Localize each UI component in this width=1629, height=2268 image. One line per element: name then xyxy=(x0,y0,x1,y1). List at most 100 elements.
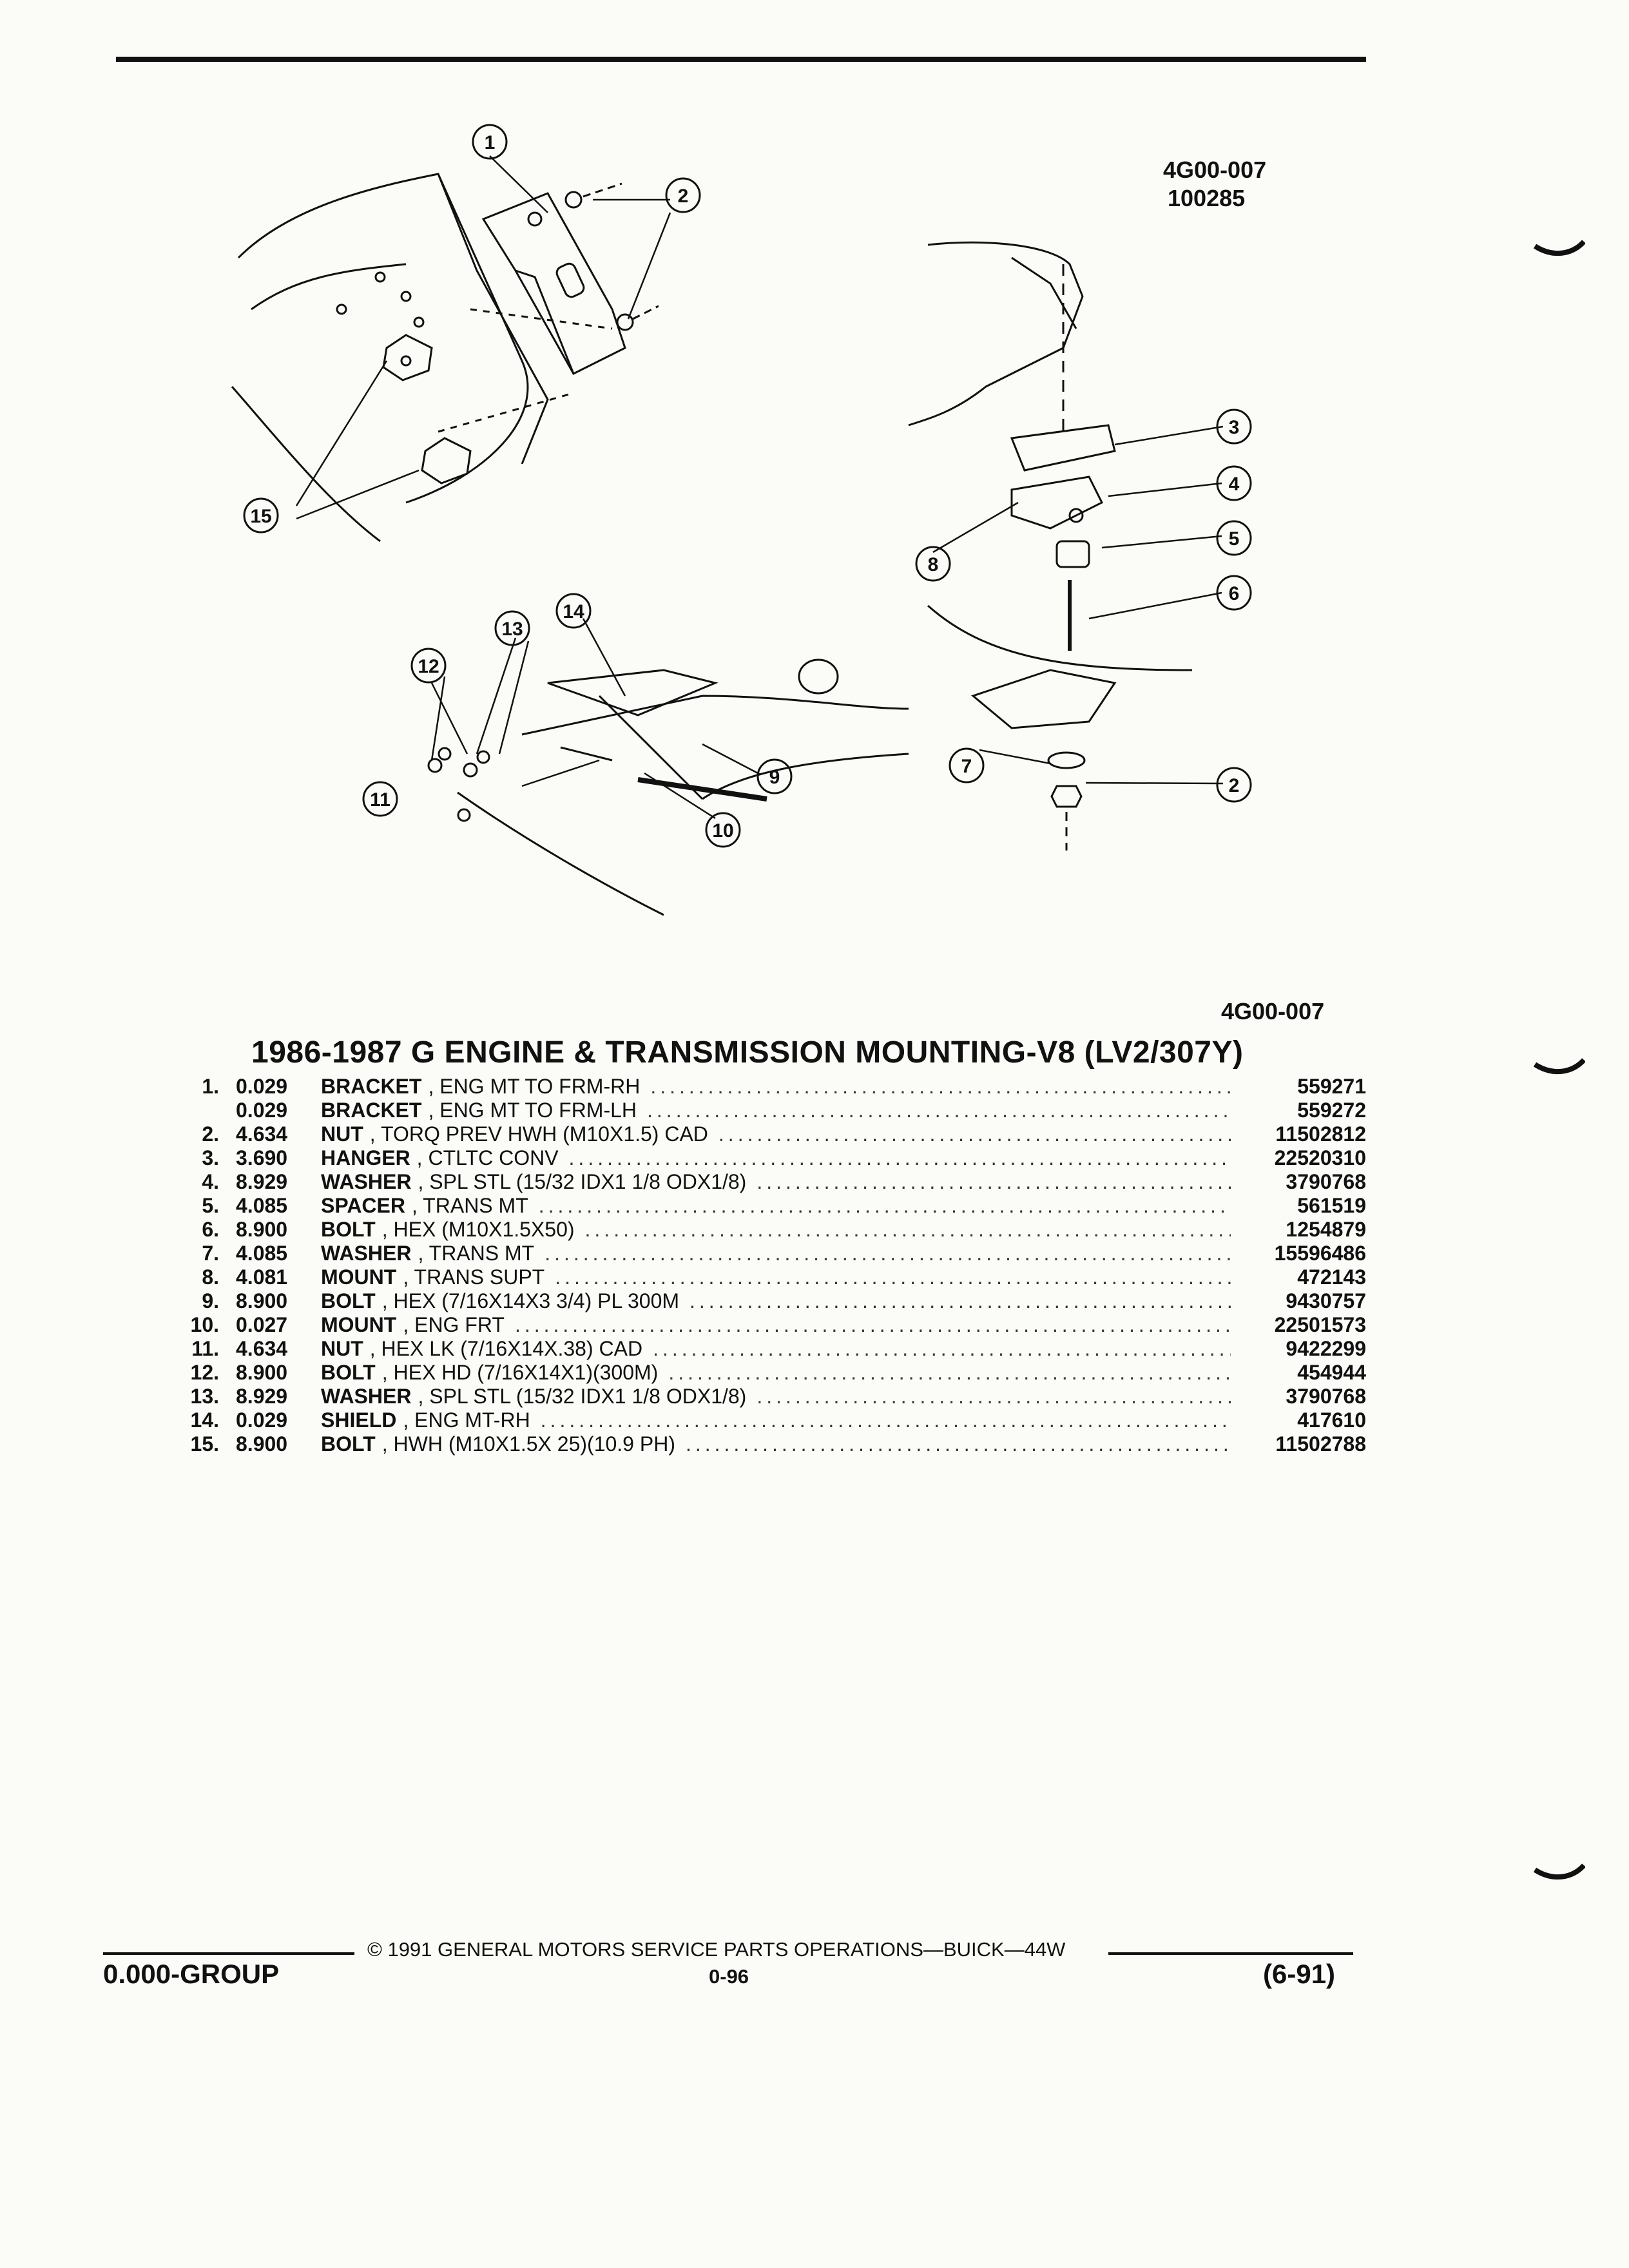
footer-page-number: 0-96 xyxy=(709,1965,749,1988)
part-number: 561519 xyxy=(1297,1194,1366,1217)
part-group-code: 0.029 xyxy=(236,1075,288,1098)
part-name: MOUNT xyxy=(321,1265,397,1289)
part-item-number: 2. xyxy=(202,1122,219,1146)
part-group-code: 0.027 xyxy=(236,1313,288,1336)
leader-dots: ........................................… xyxy=(540,1408,1231,1432)
part-spec: , TORQ PREV HWH (M10X1.5) CAD xyxy=(369,1122,708,1146)
footer-rule-left xyxy=(103,1952,354,1955)
part-number: 9430757 xyxy=(1286,1289,1366,1312)
leader-dots: ........................................… xyxy=(718,1122,1231,1146)
part-description: BRACKET, ENG MT TO FRM-LH...............… xyxy=(321,1099,1231,1122)
binding-mark-icon xyxy=(1534,240,1585,256)
part-item-number: 14. xyxy=(190,1408,219,1432)
part-name: BOLT xyxy=(321,1432,376,1456)
part-group-code: 8.900 xyxy=(236,1432,288,1456)
part-number: 1254879 xyxy=(1286,1218,1366,1241)
part-name: WASHER xyxy=(321,1170,412,1193)
leader-dots: ........................................… xyxy=(584,1218,1231,1241)
part-item-number: 1. xyxy=(202,1075,219,1098)
part-spec: , HEX LK (7/16X14X.38) CAD xyxy=(369,1337,643,1360)
part-description: BOLT, HEX HD (7/16X14X1)(300M)..........… xyxy=(321,1361,1231,1385)
leader-dots: ........................................… xyxy=(545,1242,1231,1265)
binding-mark-icon xyxy=(1534,1058,1585,1075)
part-item-number: 5. xyxy=(202,1194,219,1217)
leader-dots: ........................................… xyxy=(514,1313,1231,1336)
callout-8: 8 xyxy=(928,554,939,575)
part-spec: , ENG MT TO FRM-RH xyxy=(428,1075,641,1098)
part-item-number: 13. xyxy=(190,1385,219,1408)
part-item-number: 8. xyxy=(202,1265,219,1289)
footer-copyright: © 1991 GENERAL MOTORS SERVICE PARTS OPER… xyxy=(367,1938,1066,1961)
part-spec: , ENG FRT xyxy=(403,1313,505,1336)
part-number: 454944 xyxy=(1297,1361,1366,1384)
transmission-mount-drawing xyxy=(908,241,1193,850)
part-group-code: 4.634 xyxy=(236,1122,288,1146)
leader-dots: ........................................… xyxy=(685,1432,1231,1456)
callout-9: 9 xyxy=(769,767,780,788)
leader-dots: ........................................… xyxy=(538,1194,1231,1217)
callout-7: 7 xyxy=(961,756,972,777)
part-group-code: 0.029 xyxy=(236,1099,288,1122)
callout-10: 10 xyxy=(712,820,733,841)
part-row: 0.029 BRACKET, ENG MT TO FRM-LH..........… xyxy=(161,1099,1366,1122)
part-number: 417610 xyxy=(1297,1408,1366,1432)
part-name: WASHER xyxy=(321,1242,412,1265)
part-number: 22501573 xyxy=(1274,1313,1366,1336)
leader-dots: ........................................… xyxy=(668,1361,1231,1384)
part-description: WASHER, SPL STL (15/32 IDX1 1/8 ODX1/8).… xyxy=(321,1170,1231,1194)
part-spec: , TRANS MT xyxy=(418,1242,535,1265)
part-group-code: 8.900 xyxy=(236,1289,288,1312)
leader-dots: ........................................… xyxy=(653,1337,1231,1360)
part-row: 14. 0.029 SHIELD, ENG MT-RH...............… xyxy=(161,1408,1366,1432)
callout-1: 1 xyxy=(485,132,496,153)
part-group-code: 4.085 xyxy=(236,1194,288,1217)
part-number: 472143 xyxy=(1297,1265,1366,1289)
callout-14: 14 xyxy=(563,601,584,622)
part-spec: , HWH (M10X1.5X 25)(10.9 PH) xyxy=(381,1432,675,1456)
figure-ref-date: 100285 xyxy=(1168,185,1246,211)
callout-11: 11 xyxy=(370,789,390,811)
leader-dots: ........................................… xyxy=(568,1146,1231,1169)
part-number: 3790768 xyxy=(1286,1170,1366,1193)
part-group-code: 0.029 xyxy=(236,1408,288,1432)
part-group-code: 8.929 xyxy=(236,1385,288,1408)
part-item-number: 10. xyxy=(190,1313,219,1336)
part-name: NUT xyxy=(321,1122,363,1146)
part-item-number: 6. xyxy=(202,1218,219,1241)
part-name: NUT xyxy=(321,1337,363,1360)
callout-4: 4 xyxy=(1229,474,1240,495)
part-description: BOLT, HEX (7/16X14X3 3/4) PL 300M.......… xyxy=(321,1289,1231,1313)
part-group-code: 3.690 xyxy=(236,1146,288,1169)
part-spec: , HEX (7/16X14X3 3/4) PL 300M xyxy=(381,1289,680,1312)
top-rule xyxy=(116,57,1366,62)
part-name: SHIELD xyxy=(321,1408,397,1432)
part-description: BOLT, HEX (M10X1.5X50)..................… xyxy=(321,1218,1231,1242)
part-number: 11502812 xyxy=(1275,1122,1366,1146)
callout-5: 5 xyxy=(1229,528,1240,550)
part-description: WASHER , TRANS MT........................… xyxy=(321,1242,1231,1265)
callout-2-top: 2 xyxy=(678,186,689,207)
part-name: BOLT xyxy=(321,1218,376,1241)
leader-dots: ........................................… xyxy=(555,1265,1231,1289)
leader-dots: ........................................… xyxy=(689,1289,1231,1312)
part-number: 559271 xyxy=(1297,1075,1366,1098)
part-spec: , ENG MT-RH xyxy=(403,1408,530,1432)
figure-ref-code: 4G00-007 xyxy=(1163,157,1267,183)
footer-revision: (6-91) xyxy=(1263,1959,1336,1989)
engine-bracket-drawing xyxy=(438,182,659,433)
callout-3: 3 xyxy=(1229,417,1240,438)
part-spec: , TRANS MT xyxy=(411,1194,528,1217)
part-item-number: 11. xyxy=(191,1337,219,1360)
engine-block-drawing xyxy=(231,173,549,543)
